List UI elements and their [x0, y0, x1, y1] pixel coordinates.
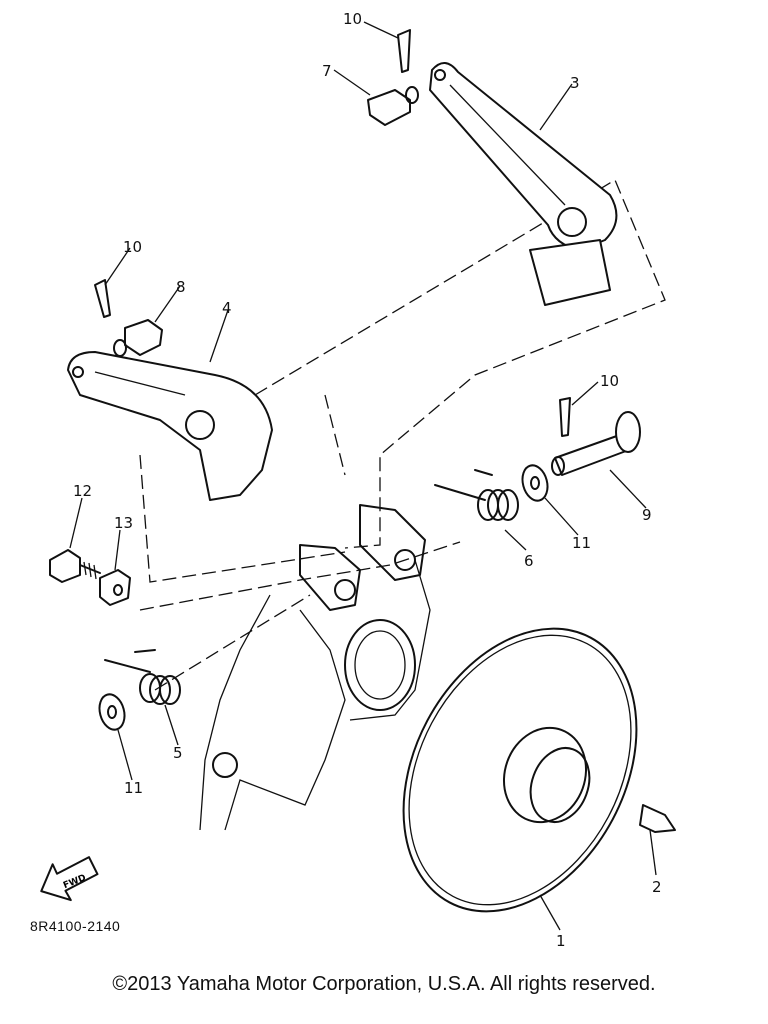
callout-8: 8 — [176, 278, 186, 296]
part-3-arm — [429, 62, 618, 306]
callout-4: 4 — [222, 299, 232, 317]
part-12-bolt — [49, 549, 101, 583]
callout-2: 2 — [652, 878, 662, 896]
callout-12: 12 — [73, 482, 92, 500]
fwd-arrow-icon: FWD — [40, 856, 99, 902]
assembly-guide-lines — [139, 179, 666, 691]
part-1-pulley-disc — [402, 627, 638, 913]
callout-6: 6 — [524, 552, 534, 570]
part-10-cotter-pin-left — [94, 279, 111, 318]
callout-11-right: 11 — [572, 534, 591, 552]
part-13-nut — [99, 569, 131, 606]
part-10-cotter-pin-right — [559, 397, 571, 437]
callout-3: 3 — [570, 74, 580, 92]
leader-lines — [69, 21, 657, 931]
callout-10-right: 10 — [600, 372, 619, 390]
part-7-pin — [367, 86, 419, 126]
part-11-washer-right — [521, 464, 549, 502]
callout-10-top: 10 — [343, 10, 362, 28]
part-9-shaft — [551, 411, 641, 476]
callout-1: 1 — [556, 932, 566, 950]
callout-10-left: 10 — [123, 238, 142, 256]
frame-bracket — [199, 504, 431, 831]
part-5-spring — [104, 649, 181, 705]
part-8-pin — [113, 319, 163, 357]
callout-9: 9 — [642, 506, 652, 524]
drawing-code: 8R4100-2140 — [30, 918, 121, 934]
callout-13: 13 — [114, 514, 133, 532]
callout-11-left: 11 — [124, 779, 143, 797]
callouts: 1 2 3 4 5 6 7 8 9 10 10 10 11 11 12 13 — [73, 10, 662, 950]
part-11-washer-left — [98, 693, 126, 731]
callout-7: 7 — [322, 62, 332, 80]
part-6-spring — [434, 469, 519, 521]
part-10-cotter-pin-top — [397, 29, 411, 73]
copyright-notice: ©2013 Yamaha Motor Corporation, U.S.A. A… — [112, 973, 656, 995]
callout-5: 5 — [173, 744, 183, 762]
part-4-arm — [67, 351, 273, 501]
part-2-key — [639, 804, 676, 833]
